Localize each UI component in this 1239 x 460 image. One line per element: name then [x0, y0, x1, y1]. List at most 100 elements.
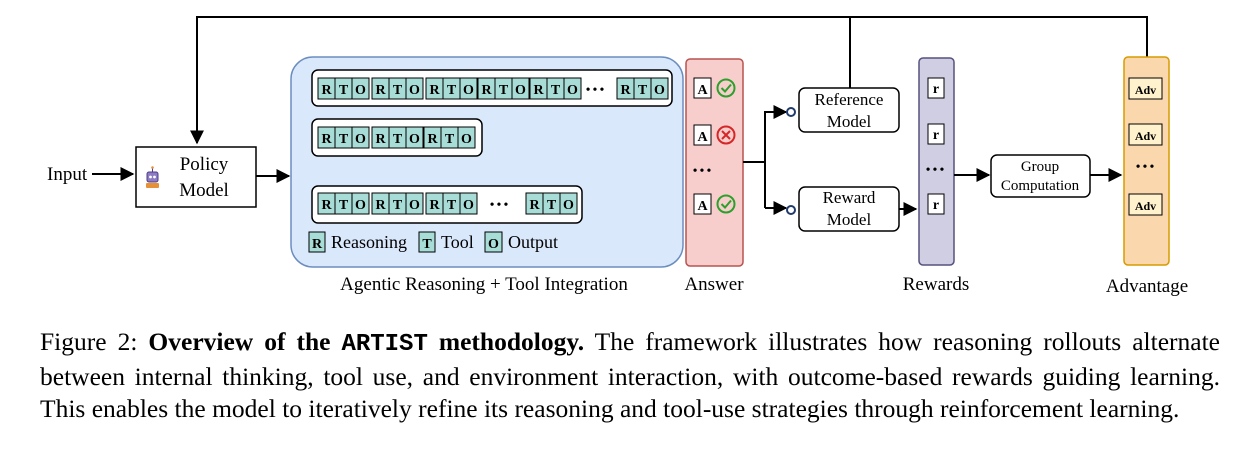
- legend-tool-text: Tool: [441, 232, 474, 252]
- advantage-label-1: Adv: [1135, 83, 1156, 97]
- reward-letter-3: r: [933, 198, 939, 213]
- token-cell: [650, 77, 669, 100]
- token-letter: R: [321, 83, 332, 98]
- token-letter: O: [355, 198, 366, 213]
- reference-model-line1: Reference: [815, 90, 884, 109]
- rollout-ellipsis: •••: [490, 198, 511, 213]
- reward-model-line1: Reward: [823, 188, 876, 207]
- token-letter: T: [547, 198, 557, 213]
- answer-ellipsis: •••: [693, 164, 714, 179]
- token-letter: T: [339, 83, 349, 98]
- legend-reasoning-text: Reasoning: [331, 232, 407, 252]
- policy-model-line1: Policy: [180, 154, 229, 175]
- token-letter: R: [427, 132, 438, 147]
- token-letter: T: [499, 83, 509, 98]
- token-letter: T: [393, 132, 403, 147]
- legend-reasoning-letter: R: [312, 237, 323, 252]
- token-cell: [457, 126, 476, 149]
- token-letter: R: [429, 83, 440, 98]
- token-letter: T: [445, 132, 455, 147]
- answer-letter-2: A: [697, 130, 708, 145]
- token-letter: O: [563, 198, 574, 213]
- feedback-loop: [190, 16, 1148, 145]
- token-letter: O: [461, 132, 472, 147]
- caption-bold-1: Overview of the: [148, 327, 342, 356]
- token-letter: T: [447, 198, 457, 213]
- token-cell: [405, 192, 424, 215]
- token-letter: T: [638, 83, 648, 98]
- answer-caption: Answer: [684, 274, 744, 295]
- reward-model-line2: Model: [827, 210, 872, 229]
- advantage-item-3: Adv: [1128, 193, 1163, 216]
- token-letter: O: [463, 83, 474, 98]
- token-cell: [511, 77, 530, 100]
- rewards-ellipsis: •••: [926, 163, 947, 178]
- token-letter: T: [447, 83, 457, 98]
- rollout-ellipsis: •••: [586, 83, 607, 98]
- reference-model-box: Reference Model: [798, 87, 900, 133]
- token-letter: O: [409, 83, 420, 98]
- token-letter: O: [409, 198, 420, 213]
- legend-output: O Output: [484, 231, 558, 253]
- token-letter: T: [393, 83, 403, 98]
- token-letter: R: [375, 198, 386, 213]
- token-letter: R: [375, 132, 386, 147]
- token-cell: [351, 126, 370, 149]
- figure-caption: Figure 2: Overview of the ARTIST methodo…: [40, 326, 1220, 425]
- token-letter: O: [355, 83, 366, 98]
- token-letter: R: [429, 198, 440, 213]
- answer-item-1: A: [693, 77, 736, 99]
- token-cell: [459, 192, 478, 215]
- advantage-ellipsis: •••: [1136, 160, 1157, 175]
- check-icon: [716, 194, 736, 214]
- advantage-item-1: Adv: [1128, 77, 1163, 100]
- reward-item-3: r: [927, 193, 945, 215]
- token-cell: [459, 77, 478, 100]
- token-cell: [559, 192, 578, 215]
- input-label: Input: [47, 164, 88, 185]
- agentic-caption: Agentic Reasoning + Tool Integration: [340, 274, 628, 295]
- policy-model-line2: Model: [179, 180, 229, 201]
- advantage-caption: Advantage: [1106, 276, 1188, 297]
- group-computation-box: Group Computation: [990, 154, 1091, 198]
- token-letter: O: [409, 132, 420, 147]
- token-letter: T: [393, 198, 403, 213]
- answer-item-2: A: [693, 124, 736, 146]
- token-cell: [351, 192, 370, 215]
- legend-output-letter: O: [488, 237, 499, 252]
- reward-item-2: r: [927, 123, 945, 145]
- token-letter: T: [551, 83, 561, 98]
- legend: R Reasoning T Tool O Output: [308, 231, 558, 253]
- token-letter: O: [515, 83, 526, 98]
- reward-item-1: r: [927, 77, 945, 99]
- token-letter: R: [533, 83, 544, 98]
- answer-letter-1: A: [697, 83, 708, 98]
- reward-model-box: Reward Model: [798, 186, 900, 232]
- token-letter: R: [481, 83, 492, 98]
- token-letter: R: [620, 83, 631, 98]
- token-letter: R: [375, 83, 386, 98]
- token-letter: O: [654, 83, 665, 98]
- legend-tool: T Tool: [418, 231, 474, 253]
- legend-reasoning: R Reasoning: [308, 231, 407, 253]
- token-letter: O: [463, 198, 474, 213]
- token-letter: T: [339, 198, 349, 213]
- token-letter: O: [355, 132, 366, 147]
- group-computation-line1: Group: [1021, 159, 1059, 175]
- token-cell: [351, 77, 370, 100]
- answer-item-3: A: [693, 193, 736, 215]
- legend-tool-letter: T: [422, 237, 432, 252]
- cross-icon: [716, 125, 736, 145]
